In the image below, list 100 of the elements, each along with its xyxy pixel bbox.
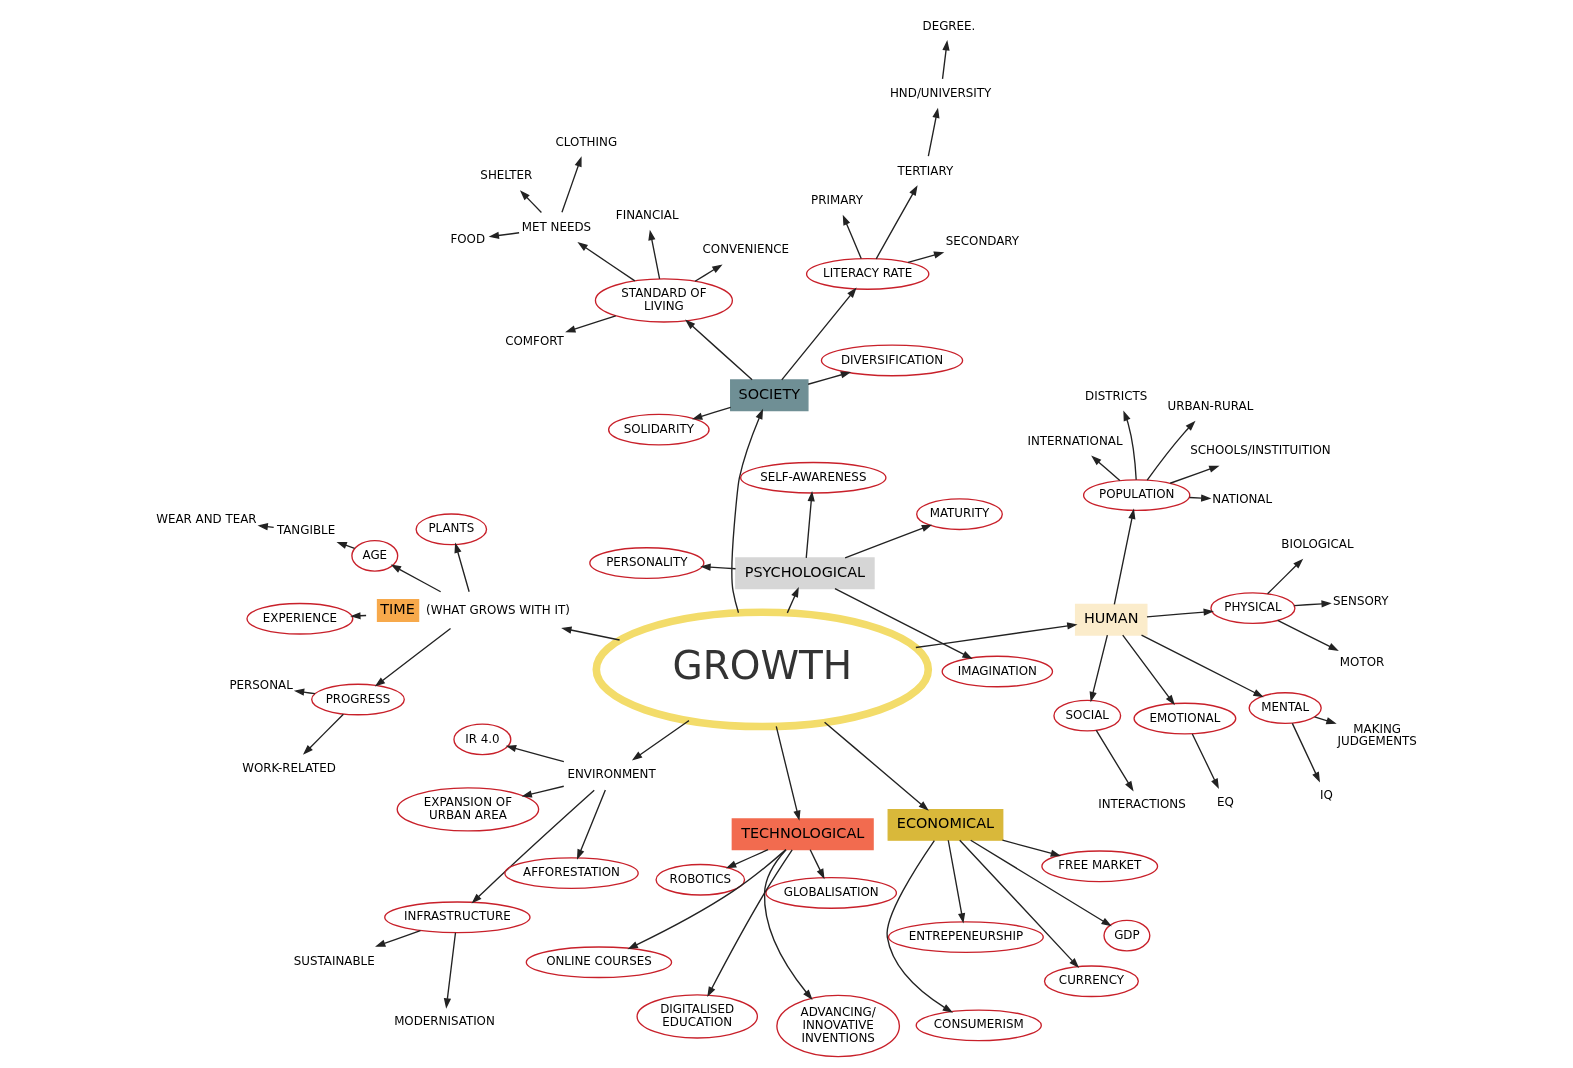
arrow [1293, 600, 1332, 608]
arrow [1146, 420, 1196, 481]
arrow [694, 264, 723, 282]
node-ellipse: ADVANCING/ INNOVATIVE INVENTIONS [776, 994, 901, 1058]
node-text: ENVIRONMENT [567, 766, 656, 781]
arrow [1188, 494, 1212, 502]
arrow [927, 107, 940, 157]
arrow [1291, 722, 1320, 783]
node-ellipse: AFFORESTATION [504, 857, 639, 890]
arrow [1266, 558, 1304, 595]
arrow [886, 839, 954, 1013]
arrow [775, 725, 801, 821]
arrow [1089, 634, 1109, 703]
node-text: SHELTER [480, 168, 533, 183]
node-ellipse: POPULATION [1082, 479, 1191, 512]
node-ellipse: PROGRESS [311, 683, 405, 716]
node-ellipse: EXPERIENCE [246, 602, 354, 635]
arrow [842, 214, 862, 260]
node-text: MAKING JUDGEMENTS [1337, 721, 1417, 749]
node-text: MOTOR [1339, 654, 1385, 669]
arrow [1001, 839, 1062, 857]
node-text: PRIMARY [811, 193, 864, 208]
arrow [807, 371, 852, 385]
node-text: MODERNISATION [394, 1014, 495, 1029]
arrow [336, 541, 356, 550]
arrow [959, 839, 1080, 969]
node-text: BIOLOGICAL [1281, 536, 1354, 551]
node-box: ECONOMICAL [887, 808, 1004, 841]
node-text: INTERNATIONAL [1027, 433, 1123, 448]
arrow [809, 849, 825, 880]
node-ellipse: LITERACY RATE [805, 258, 930, 290]
node-ellipse: IR 4.0 [453, 723, 512, 756]
arrow [700, 563, 737, 571]
arrow [505, 745, 565, 763]
arrow [519, 190, 543, 214]
node-ellipse: MENTAL [1248, 692, 1322, 724]
node-ellipse: ROBOTICS [655, 863, 746, 896]
arrow [443, 932, 457, 1009]
arrow [781, 287, 857, 381]
node-text: TANGIBLE [276, 522, 336, 537]
arrow [941, 40, 950, 80]
node-text: INTERACTIONS [1098, 797, 1186, 812]
arrow [257, 523, 275, 531]
arrow [561, 156, 582, 213]
node-text: WEAR AND TEAR [156, 512, 257, 527]
node-ellipse: PHYSICAL [1210, 592, 1296, 625]
arrow [577, 242, 636, 282]
arrow [731, 408, 764, 614]
arrow [1146, 608, 1214, 618]
node-ellipse: GLOBALISATION [765, 877, 898, 909]
arrow [1313, 716, 1337, 725]
node-text: IQ [1319, 788, 1333, 803]
node-text: TERTIARY [897, 163, 954, 178]
arrow [454, 542, 470, 593]
node-text: FINANCIAL [615, 208, 679, 223]
arrow [875, 185, 918, 260]
arrow [302, 713, 345, 755]
node-text: NATIONAL [1212, 492, 1273, 507]
node-box: PSYCHOLOGICAL [735, 557, 875, 590]
node-text: SCHOOLS/INSTITUITION [1190, 443, 1331, 458]
arrow [374, 627, 452, 687]
node-text: HND/UNIVERSITY [889, 86, 992, 101]
arrow [834, 587, 973, 659]
arrow [1191, 733, 1219, 789]
node-text: EQ [1217, 794, 1234, 809]
arrow [390, 564, 442, 593]
node-ellipse: SOCIAL [1053, 699, 1122, 732]
node-text: SECONDARY [945, 233, 1020, 248]
arrow [685, 319, 753, 381]
arrow [970, 839, 1112, 927]
node-text: FOOD [450, 231, 486, 246]
arrow [1169, 465, 1220, 484]
node-box: TECHNOLOGICAL [731, 818, 874, 851]
arrow [488, 231, 520, 239]
node-ellipse: STANDARD OF LIVING [594, 278, 734, 323]
node-ellipse: DIGITALISED EDUCATION [636, 994, 759, 1039]
node-ellipse: AGE [351, 539, 399, 572]
arrow [1140, 634, 1264, 698]
node-text: COMFORT [505, 334, 564, 349]
arrow [915, 622, 1078, 649]
arrow [947, 839, 966, 924]
arrow [631, 719, 690, 761]
node-text: CONVENIENCE [702, 242, 790, 257]
arrow [844, 524, 933, 559]
arrow [627, 848, 787, 950]
arrow [763, 849, 813, 1000]
arrow [1122, 634, 1175, 706]
arrow [692, 406, 732, 420]
arrow [1277, 619, 1339, 651]
node-text: URBAN-RURAL [1167, 399, 1254, 414]
node-text: DEGREE. [922, 18, 976, 33]
node-text: SUSTAINABLE [293, 953, 375, 968]
arrow [648, 229, 661, 280]
arrow [1095, 729, 1134, 792]
node-ellipse: SELF-AWARENESS [740, 461, 887, 494]
node-text: SENSORY [1333, 593, 1389, 608]
node-text: CLOTHING [555, 134, 618, 149]
node-box: HUMAN [1074, 603, 1148, 636]
arrow [907, 251, 945, 264]
arrow [1091, 455, 1121, 482]
